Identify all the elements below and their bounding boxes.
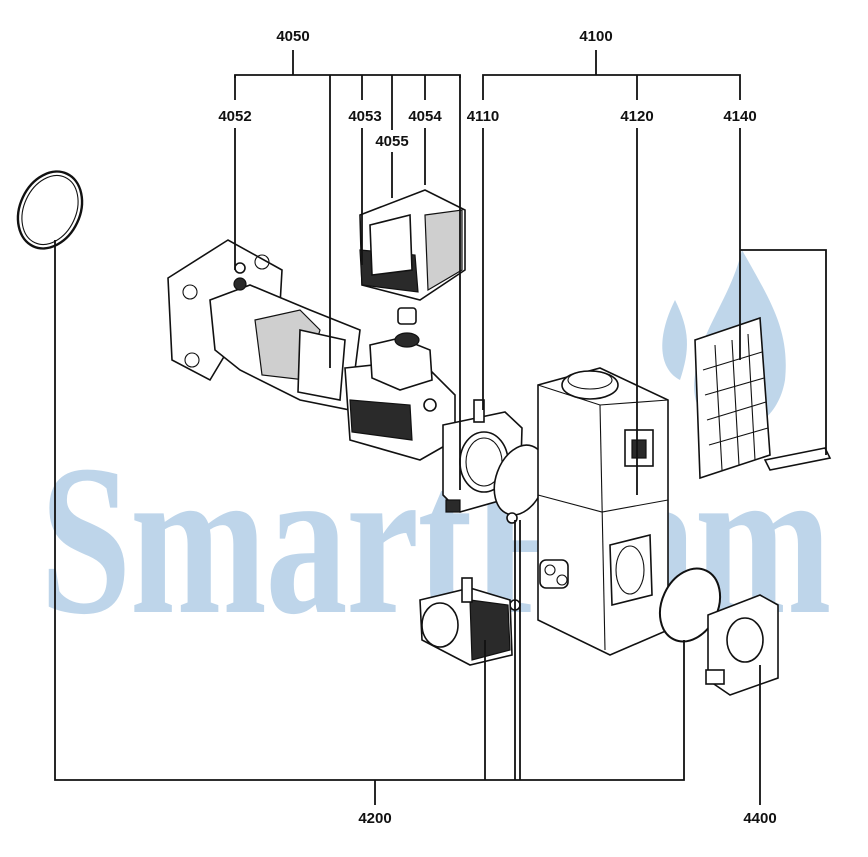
label-4140: 4140 xyxy=(723,108,756,125)
label-4053: 4053 xyxy=(348,108,381,125)
o-ring-large-inner xyxy=(21,175,79,245)
label-4400: 4400 xyxy=(743,810,776,827)
small-flame-icon xyxy=(662,300,687,380)
label-4055: 4055 xyxy=(375,133,408,150)
filter-insert xyxy=(694,316,771,480)
actuator-coil xyxy=(359,189,466,301)
leader-lines xyxy=(54,50,827,805)
pressure-switch xyxy=(419,577,513,666)
part-labels: 4050 4100 4052 4053 4054 4055 4110 4120 … xyxy=(218,28,776,827)
label-4120: 4120 xyxy=(620,108,653,125)
label-4110: 4110 xyxy=(467,108,500,125)
valve-body-4050 xyxy=(344,307,456,461)
filter-gasket xyxy=(763,447,832,471)
o-ring-large xyxy=(16,170,84,250)
valve-block-4100 xyxy=(537,367,669,656)
label-4054: 4054 xyxy=(408,108,442,125)
label-4050: 4050 xyxy=(276,28,309,45)
label-4100: 4100 xyxy=(579,28,612,45)
flange-assembly xyxy=(167,239,361,411)
label-4200: 4200 xyxy=(358,810,391,827)
label-4052: 4052 xyxy=(218,108,251,125)
